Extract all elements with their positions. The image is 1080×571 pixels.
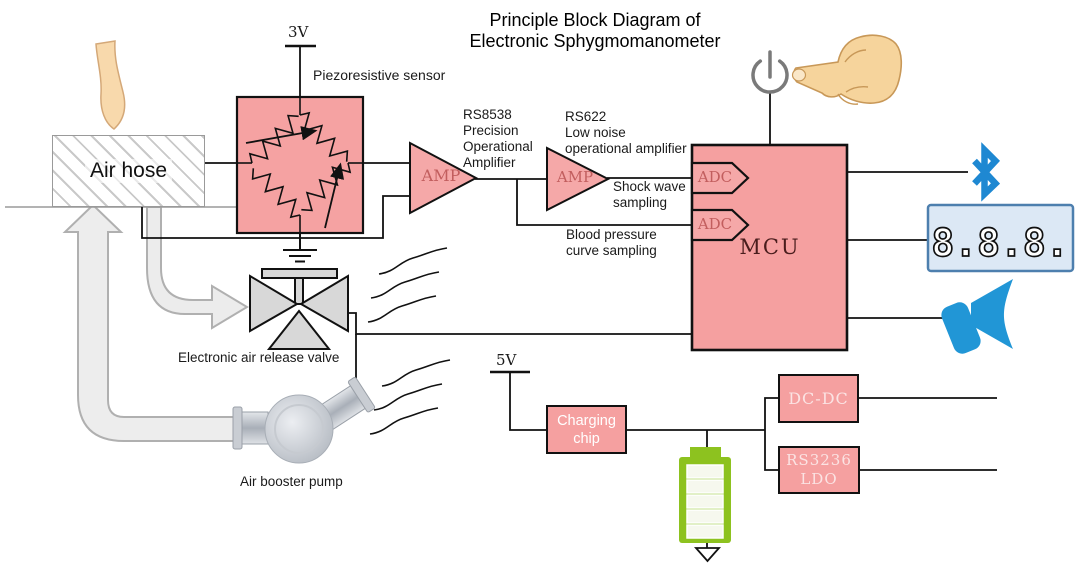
ldo-label: RS3236 LDO: [786, 451, 852, 488]
shock-wave-label: Shock wave sampling: [613, 179, 686, 210]
blood-pressure-label: Blood pressure curve sampling: [566, 227, 657, 258]
amp2-description: RS622 Low noise operational amplifier: [565, 109, 687, 156]
adc2-label: ADC: [697, 215, 733, 233]
adc1-block: [690, 161, 750, 195]
dcdc-block: [778, 374, 859, 423]
ground-icon: [283, 233, 317, 263]
display-digits: 8.8.8.: [931, 221, 1068, 265]
air-booster-pump: [232, 377, 376, 464]
battery-icon: [679, 447, 731, 563]
bluetooth-icon: [972, 142, 1001, 202]
speaker-icon: [941, 279, 1013, 354]
wire-amp1-adc2: [516, 179, 692, 226]
arm-icon: [95, 40, 126, 130]
charging-chip-label: Charging chip: [557, 412, 616, 447]
wire-split-ldo: [764, 430, 779, 471]
seven-segment-display: 8.8.8.: [926, 203, 1075, 273]
air-wave-icon-pump: [369, 359, 451, 435]
adc2-block: [690, 208, 750, 242]
wire-split-dcdc: [764, 397, 779, 430]
wire-5v-charger: [509, 372, 547, 431]
air-release-valve: [249, 268, 349, 350]
amp1-triangle: [409, 141, 479, 215]
mcu-label: MCU: [739, 235, 801, 259]
charger-supply-label: 5V: [496, 351, 517, 369]
power-button-icon: [751, 50, 789, 94]
amp1-description: RS8538 Precision Operational Amplifier: [463, 107, 533, 170]
air-flow-up-arrow: [62, 203, 241, 442]
piezoresistive-sensor: [235, 95, 365, 235]
wires: [141, 44, 997, 548]
air-wave-icon-valve: [367, 247, 448, 323]
battery-ground-arrow: [694, 547, 721, 563]
dcdc-label: DC-DC: [788, 389, 849, 408]
pressing-hand-icon: [791, 34, 903, 105]
air-hose-label: Air hose: [84, 159, 173, 183]
adc1-label: ADC: [697, 168, 733, 186]
charging-chip-block: [546, 405, 627, 454]
air-hose: Air hose: [52, 135, 205, 207]
page-title: Principle Block Diagram of Electronic Sp…: [469, 10, 721, 51]
valve-label: Electronic air release valve: [178, 350, 340, 365]
amp2-triangle: [546, 146, 611, 212]
wire-valve-mcu: [348, 312, 692, 335]
sensor-supply-label: 3V: [288, 23, 309, 41]
amp1-label: AMP: [421, 166, 461, 185]
amp2-label: AMP: [556, 168, 594, 186]
air-flow-curved-arrow: [146, 206, 249, 330]
ldo-block: [778, 446, 860, 494]
sensor-caption: Piezoresistive sensor: [313, 67, 446, 83]
pump-label: Air booster pump: [240, 474, 343, 489]
